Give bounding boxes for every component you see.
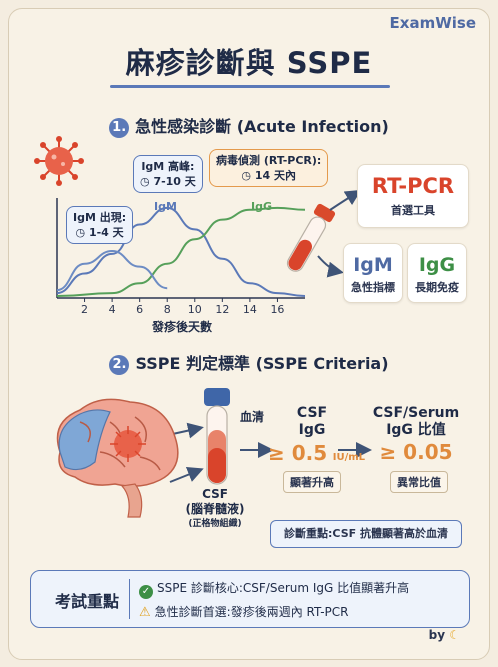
- ratio-line1: CSF/Serum: [372, 405, 460, 421]
- card-igg-title: IgG: [418, 254, 456, 276]
- blood-tube-icon: [286, 203, 336, 272]
- card-igm-title: IgM: [353, 254, 393, 276]
- section2-heading: 2. SSPE 判定標準 (SSPE Criteria): [0, 350, 498, 375]
- warning-icon: ⚠: [139, 605, 151, 620]
- x-tick-label: 10: [188, 303, 202, 316]
- card-rtpcr-title: RT-PCR: [371, 174, 455, 198]
- series-line-curve-2: [56, 249, 168, 292]
- ratio-threshold-value: ≥ 0.05: [379, 440, 453, 464]
- series-line-igg: [56, 206, 306, 298]
- csf-tube-icon: [204, 388, 230, 485]
- callout-rtpcr-title: 病毒偵測 (RT-PCR):: [216, 154, 322, 167]
- exam-divider: [129, 579, 130, 619]
- csf-badge: 顯著升高: [283, 471, 341, 493]
- x-tick-label: 8: [164, 303, 171, 316]
- callout-rtpcr-days: 14 天內: [254, 169, 296, 182]
- title-underline: [110, 85, 390, 88]
- csf-label-line2: (腦脊髓液): [185, 502, 245, 516]
- csf-label-line3: (正格物組織): [188, 519, 242, 529]
- card-igg-sub: 長期免疫: [415, 281, 459, 294]
- card-rtpcr: RT-PCR 首選工具: [357, 164, 469, 228]
- clock-icon: ◷: [241, 169, 255, 182]
- callout-igm-appear-title: IgM 出現:: [73, 211, 127, 224]
- csf-igg-line2: IgG: [298, 422, 326, 438]
- exam-item-2-text: 急性診斷首選:發疹後兩週內 RT-PCR: [154, 605, 349, 619]
- exam-item-1: ✓ SSPE 診斷核心:CSF/Serum IgG 比值顯著升高: [139, 579, 409, 599]
- card-igg: IgG 長期免疫: [407, 243, 467, 303]
- csf-label-line1: CSF: [202, 487, 228, 501]
- byline: by ☾: [429, 628, 460, 642]
- byline-text: by: [428, 628, 446, 642]
- page-title: 麻疹診斷與 SSPE: [125, 46, 373, 80]
- section2-title: SSPE 判定標準 (SSPE Criteria): [135, 354, 389, 373]
- section2-number: 2.: [109, 355, 130, 375]
- callout-igm-peak-days: 7-10 天: [153, 175, 196, 188]
- x-tick-label: 2: [81, 303, 88, 316]
- virus-icon: [34, 136, 84, 186]
- series-label-igg: IgG: [251, 200, 272, 213]
- arrow-to-igm: [317, 255, 344, 278]
- series-label-igm: IgM: [154, 200, 177, 213]
- ratio-badge: 異常比值: [390, 471, 448, 493]
- csf-igg-line1: CSF: [296, 405, 328, 421]
- exam-item-1-text: SSPE 診斷核心:CSF/Serum IgG 比值顯著升高: [157, 581, 410, 595]
- x-tick-label: 14: [243, 303, 257, 316]
- callout-igm-appear: IgM 出現: ◷ 1-4 天: [66, 206, 134, 244]
- card-igm-sub: 急性指標: [351, 281, 395, 294]
- brand-logo: ExamWise: [389, 14, 476, 32]
- diagnosis-note: 診斷重點:CSF 抗體顯著高於血清: [270, 520, 462, 548]
- card-igm: IgM 急性指標: [343, 243, 403, 303]
- section1-heading: 1. 急性感染診斷 (Acute Infection): [0, 113, 498, 138]
- csf-label: CSF (腦脊髓液) (正格物組織): [180, 487, 250, 532]
- clock-icon: ◷: [140, 175, 154, 188]
- csf-threshold-value: ≥ 0.5: [268, 441, 328, 465]
- x-tick-label: 16: [270, 303, 284, 316]
- serum-label: 血清: [240, 410, 265, 424]
- check-icon: ✓: [139, 585, 153, 599]
- csf-igg-heading: CSF IgG: [282, 405, 342, 439]
- callout-igm-peak-title: IgM 高峰:: [141, 160, 195, 173]
- callout-igm-appear-days: 1-4 天: [88, 226, 124, 239]
- ratio-line2: IgG 比值: [386, 422, 446, 438]
- x-tick-label: 6: [136, 303, 143, 316]
- callout-igm-peak: IgM 高峰: ◷ 7-10 天: [133, 155, 203, 193]
- chart-x-label: 發疹後天數: [151, 320, 212, 334]
- series-line-igm: [56, 206, 306, 298]
- exam-item-2: ⚠急性診斷首選:發疹後兩週內 RT-PCR: [139, 603, 349, 620]
- clock-icon: ◷: [75, 226, 89, 239]
- csf-threshold: ≥ 0.5 IU/mL: [268, 441, 365, 465]
- x-tick-label: 4: [109, 303, 116, 316]
- poster-frame: [8, 8, 490, 660]
- card-rtpcr-sub: 首選工具: [391, 204, 435, 217]
- arrow-to-rtpcr: [329, 189, 362, 211]
- section1-number: 1.: [109, 118, 130, 138]
- callout-rtpcr: 病毒偵測 (RT-PCR): ◷ 14 天內: [209, 149, 329, 187]
- brain-icon: [56, 398, 179, 518]
- moon-icon: ☾: [449, 628, 460, 642]
- x-tick-label: 12: [215, 303, 229, 316]
- section1-title: 急性感染診斷 (Acute Infection): [135, 117, 389, 136]
- csf-threshold-unit: IU/mL: [332, 452, 366, 463]
- exam-points-box: 考試重點 ✓ SSPE 診斷核心:CSF/Serum IgG 比值顯著升高 ⚠急性…: [30, 570, 470, 628]
- arrow-csf-from-brain: [169, 467, 204, 483]
- ratio-heading: CSF/Serum IgG 比值: [371, 405, 461, 439]
- exam-title: 考試重點: [55, 592, 120, 611]
